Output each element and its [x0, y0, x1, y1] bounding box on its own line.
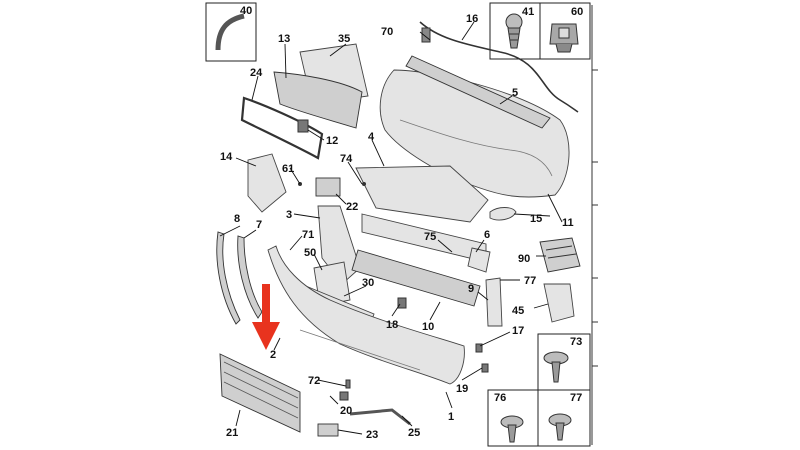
trim-8	[216, 231, 241, 325]
callout-75: 75	[424, 231, 436, 243]
screw-73-icon	[543, 351, 569, 383]
bracket-9	[485, 277, 503, 327]
bumper-cover-11	[379, 69, 570, 198]
callout-21: 21	[226, 427, 238, 439]
callout-70: 70	[381, 26, 393, 38]
callout-labels: 70 16 13 35 24 5 12 4 14 61 74 22 11 15 …	[220, 13, 574, 441]
callout-71: 71	[302, 229, 314, 241]
inset-box-40: 40	[205, 2, 257, 62]
inset-label-73: 73	[570, 336, 582, 348]
bolt-74	[362, 182, 366, 186]
callout-90: 90	[518, 253, 530, 265]
lower-bumper-1	[267, 245, 465, 385]
inset-label-41: 41	[522, 6, 534, 18]
lower-grille-21	[219, 353, 301, 433]
callout-1: 1	[448, 411, 454, 423]
push-rivet-41-icon	[505, 13, 523, 49]
inset-label-76: 76	[494, 392, 506, 404]
callout-12: 12	[326, 135, 338, 147]
scale-ticks	[591, 5, 598, 445]
trim-7	[237, 235, 263, 319]
red-down-arrow-icon	[252, 284, 280, 350]
screw-77-icon	[548, 413, 572, 441]
sensor-22	[315, 177, 341, 197]
reinforcement-5	[405, 55, 551, 129]
bracket-45	[543, 283, 575, 323]
callout-18: 18	[386, 319, 398, 331]
callout-23: 23	[366, 429, 378, 441]
callout-14: 14	[220, 151, 233, 163]
clip-20	[339, 391, 349, 401]
callout-25: 25	[408, 427, 420, 439]
clip-40-icon	[215, 13, 245, 51]
callout-3: 3	[286, 209, 292, 221]
part-23	[317, 423, 339, 437]
callout-61: 61	[282, 163, 294, 175]
clip-17	[475, 343, 483, 353]
clip-60-icon	[549, 23, 579, 53]
screw-76-icon	[500, 415, 524, 443]
callout-74: 74	[340, 153, 353, 165]
harness-16	[419, 21, 579, 113]
clip-19	[481, 363, 489, 373]
callout-20: 20	[340, 405, 352, 417]
clip-12	[297, 119, 309, 133]
inset-box-screws: 73 76 77	[487, 333, 591, 447]
inset-box-60: 60	[539, 2, 591, 60]
callout-9: 9	[468, 283, 474, 295]
bracket-6	[467, 247, 491, 273]
callout-16: 16	[466, 13, 478, 25]
cap-15	[489, 207, 517, 221]
deflector-3	[317, 205, 361, 285]
callout-77a: 77	[524, 275, 536, 287]
callout-6: 6	[484, 229, 490, 241]
callout-4: 4	[368, 131, 375, 143]
clip-72	[345, 379, 351, 389]
leader-lines	[219, 21, 563, 435]
callout-8: 8	[234, 213, 240, 225]
callout-22: 22	[346, 201, 358, 213]
callout-72: 72	[308, 375, 320, 387]
callout-17: 17	[512, 325, 524, 337]
callout-24: 24	[250, 67, 263, 79]
inset-label-77b: 77	[570, 392, 582, 404]
callout-35: 35	[338, 33, 350, 45]
callout-19: 19	[456, 383, 468, 395]
grille-frame-24	[240, 96, 324, 160]
connector-70	[421, 27, 431, 43]
callout-7: 7	[256, 219, 262, 231]
undertray-4	[355, 165, 489, 223]
trim-25	[349, 408, 411, 426]
absorber-10	[351, 249, 481, 307]
callout-2: 2	[270, 349, 276, 361]
callout-10: 10	[422, 321, 434, 333]
callout-45: 45	[512, 305, 524, 317]
block-90	[539, 237, 581, 273]
callout-30: 30	[362, 277, 374, 289]
bracket-14	[247, 153, 287, 213]
callout-50: 50	[304, 247, 316, 259]
callout-11: 11	[562, 217, 574, 229]
inset-box-41: 41	[489, 2, 541, 60]
grille-13	[273, 71, 363, 129]
callout-5: 5	[512, 87, 518, 99]
clip-18	[397, 297, 407, 309]
callout-15: 15	[530, 213, 542, 225]
callout-13: 13	[278, 33, 290, 45]
inset-label-60: 60	[571, 6, 583, 18]
